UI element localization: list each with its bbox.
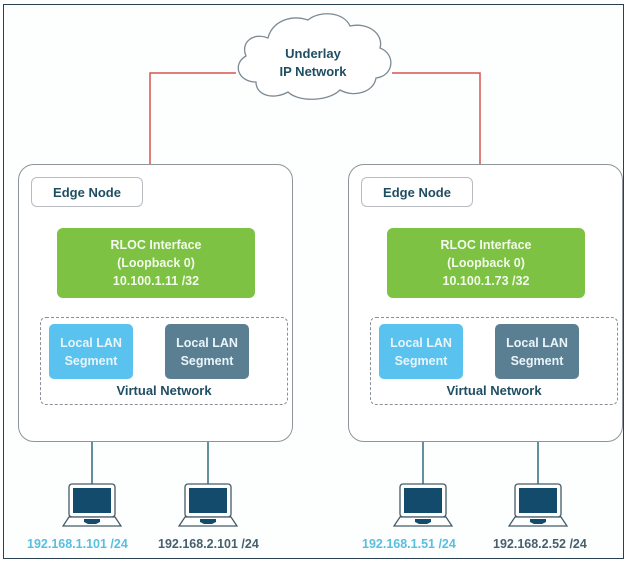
lan-segment-blue: Local LAN Segment xyxy=(379,324,463,379)
edge-node-label: Edge Node xyxy=(31,177,143,207)
virtual-network-label: Virtual Network xyxy=(116,383,212,398)
lan-segment-line1: Local LAN xyxy=(60,335,122,350)
underlay-network-label: Underlay IP Network xyxy=(228,45,398,81)
virtual-network-box xyxy=(370,317,618,405)
host-ip: 192.168.1.101 /24 xyxy=(27,537,128,551)
laptop-icon xyxy=(393,483,453,527)
virtual-network-box xyxy=(40,317,288,405)
laptop-icon xyxy=(62,483,122,527)
edge-node-label: Edge Node xyxy=(361,177,473,207)
lan-segment-line1: Local LAN xyxy=(390,335,452,350)
lan-segment-blue: Local LAN Segment xyxy=(49,324,133,379)
rloc-ip: 10.100.1.73 /32 xyxy=(442,274,530,288)
host-ip: 192.168.1.51 /24 xyxy=(362,537,456,551)
rloc-title: RLOC Interface xyxy=(440,238,532,252)
lan-segment-gray: Local LAN Segment xyxy=(495,324,579,379)
rloc-loopback: (Loopback 0) xyxy=(447,256,525,270)
rloc-ip: 10.100.1.11 /32 xyxy=(112,274,200,288)
rloc-title: RLOC Interface xyxy=(110,238,202,252)
lan-segment-line1: Local LAN xyxy=(176,335,238,350)
host-ip: 192.168.2.52 /24 xyxy=(493,537,587,551)
lan-segment-line1: Local LAN xyxy=(506,335,568,350)
cloud-label-line2: IP Network xyxy=(279,64,347,79)
rloc-interface: RLOC Interface (Loopback 0) 10.100.1.11 … xyxy=(57,228,255,298)
lan-segment-gray: Local LAN Segment xyxy=(165,324,249,379)
lan-segment-line2: Segment xyxy=(510,353,564,368)
lan-segment-line2: Segment xyxy=(180,353,234,368)
edge-node-left: Edge Node RLOC Interface (Loopback 0) 10… xyxy=(18,164,293,442)
cloud-icon xyxy=(237,13,392,100)
lan-segment-line2: Segment xyxy=(64,353,118,368)
lan-segment-line2: Segment xyxy=(394,353,448,368)
laptop-icon xyxy=(178,483,238,527)
edge-node-right: Edge Node RLOC Interface (Loopback 0) 10… xyxy=(348,164,623,442)
rloc-loopback: (Loopback 0) xyxy=(117,256,195,270)
cloud-label-line1: Underlay xyxy=(285,46,341,61)
laptop-icon xyxy=(508,483,568,527)
rloc-interface: RLOC Interface (Loopback 0) 10.100.1.73 … xyxy=(387,228,585,298)
virtual-network-label: Virtual Network xyxy=(446,383,542,398)
host-ip: 192.168.2.101 /24 xyxy=(158,537,259,551)
